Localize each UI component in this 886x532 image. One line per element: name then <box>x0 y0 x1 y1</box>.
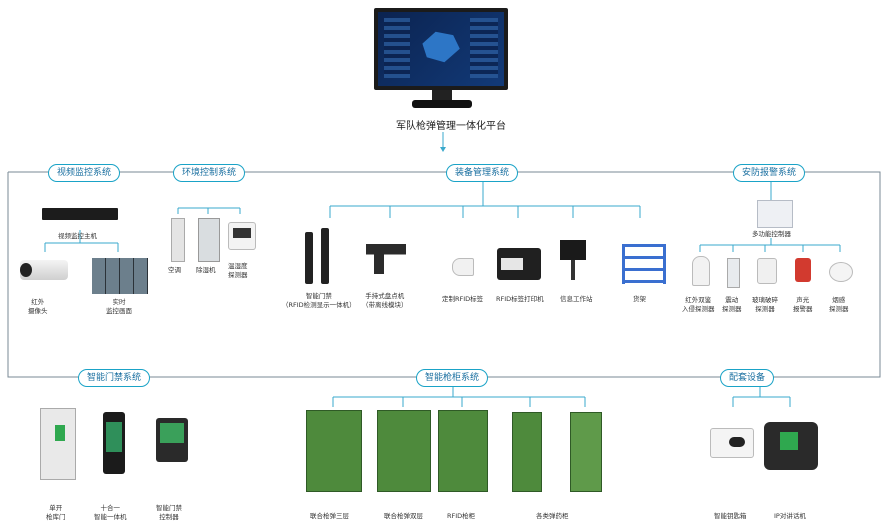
vibration-detector-icon <box>727 258 740 288</box>
workstation-stand-icon <box>571 260 575 280</box>
platform-title: 军队枪弹管理一体化平台 <box>396 121 506 132</box>
rfid-cabinet-icon <box>438 410 488 492</box>
air-conditioner-icon <box>171 218 185 262</box>
alarm-device-1-label: 震动 探测器 <box>722 296 742 313</box>
env-device-1-label: 除湿机 <box>196 266 216 274</box>
smoke-detector-icon <box>829 262 853 282</box>
badge-support-system: 配套设备 <box>720 369 775 387</box>
monitor-icon <box>374 8 508 90</box>
alarm-controller-label: 多功能控制器 <box>752 230 791 238</box>
equip-device-1-label: 手持式盘点机 （带离线模块） <box>362 292 408 309</box>
rfid-printer-icon <box>497 248 541 280</box>
cabinet-device-2-label: RFID枪柜 <box>447 512 476 520</box>
equip-device-0-label: 智能门禁 （RFID检测显示一体机） <box>282 292 356 309</box>
thermo-hygrometer-icon <box>228 222 256 250</box>
badge-cabinet-system: 智能枪柜系统 <box>416 369 489 387</box>
ten-in-one-terminal-icon <box>103 412 125 474</box>
rfid-gate-icon <box>305 232 313 284</box>
badge-video-system: 视频监控系统 <box>48 164 121 182</box>
ammo-cabinet-open-icon <box>570 412 602 492</box>
cabinet-device-0-label: 联合枪弹三层 <box>310 512 349 520</box>
cabinet-device-3-label: 各类弹药柜 <box>536 512 569 520</box>
equip-device-4-label: 信息工作站 <box>560 295 593 303</box>
badge-equip-system: 装备管理系统 <box>446 164 519 182</box>
nvr-host-icon <box>42 208 118 220</box>
env-device-2-label: 温湿度 探测器 <box>228 262 248 279</box>
equip-device-2-label: 定制RFID标签 <box>442 295 484 303</box>
dehumidifier-icon <box>198 218 220 262</box>
video-device-0-label: 红外 摄像头 <box>28 298 48 315</box>
infrared-detector-icon <box>692 256 710 286</box>
badge-env-system: 环境控制系统 <box>173 164 246 182</box>
workstation-icon <box>560 240 586 260</box>
ip-intercom-icon <box>764 422 818 470</box>
door-device-0-label: 单开 枪库门 <box>46 504 66 521</box>
equip-device-3-label: RFID标签打印机 <box>496 295 544 303</box>
ammo-cabinet-icon <box>512 412 542 492</box>
door-controller-icon <box>156 418 188 462</box>
video-host-label: 视频监控主机 <box>58 232 97 240</box>
support-device-0-label: 智能钥匙箱 <box>714 512 747 520</box>
cabinet-device-1-label: 联合枪弹双层 <box>384 512 423 520</box>
monitor-base-icon <box>412 100 472 108</box>
glass-break-detector-icon <box>757 258 777 284</box>
alarm-device-0-label: 红外双鉴 入侵探测器 <box>682 296 715 313</box>
alarm-controller-icon <box>757 200 793 228</box>
env-device-0-label: 空调 <box>168 266 181 274</box>
monitor-stand-icon <box>432 90 452 100</box>
door-device-2-label: 智能门禁 控制器 <box>156 504 182 521</box>
badge-alarm-system: 安防报警系统 <box>733 164 806 182</box>
key-box-icon <box>710 428 754 458</box>
rfid-label-icon <box>452 258 474 276</box>
siren-icon <box>795 258 811 282</box>
shelf-icon <box>622 244 666 284</box>
door-device-1-label: 十合一 智能一体机 <box>94 504 127 521</box>
alarm-device-3-label: 声光 报警器 <box>793 296 813 313</box>
cabinet-double-icon <box>377 410 431 492</box>
camera-icon <box>20 260 68 280</box>
cabinet-triple-icon <box>306 410 362 492</box>
badge-door-system: 智能门禁系统 <box>78 369 151 387</box>
vault-door-icon <box>40 408 76 480</box>
alarm-device-4-label: 烟感 探测器 <box>829 296 849 313</box>
video-device-1-label: 实时 监控画面 <box>106 298 132 315</box>
equip-device-5-label: 货架 <box>633 295 646 303</box>
support-device-1-label: IP对讲话机 <box>774 512 806 520</box>
alarm-device-2-label: 玻璃破碎 探测器 <box>752 296 778 313</box>
monitoring-screen-icon <box>92 258 148 294</box>
rfid-gate-icon-2 <box>321 228 329 284</box>
